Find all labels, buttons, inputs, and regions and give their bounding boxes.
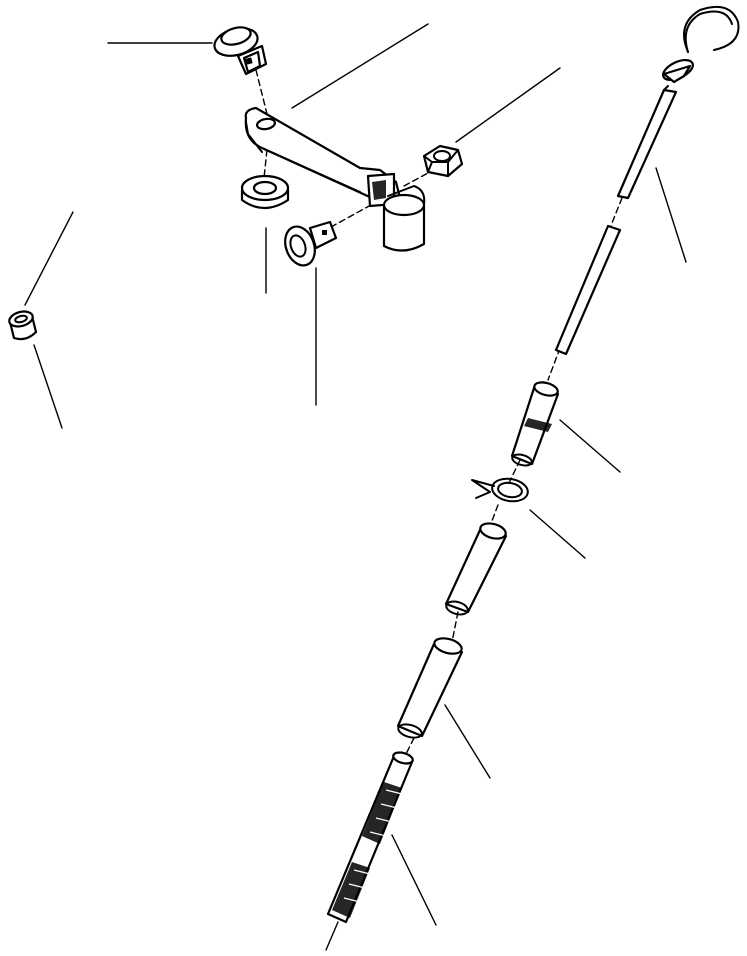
leader-line-clamp [529, 509, 586, 559]
clevis-block [382, 185, 426, 252]
axis-nut-to-clevis [403, 171, 431, 187]
hex-nut [422, 144, 464, 178]
axis-rod-upper [609, 197, 623, 229]
axis-clamp-to-sleeve [489, 504, 499, 527]
leader-line-end-cap-lower [33, 344, 63, 429]
axis-threaded-end-tail [325, 921, 339, 951]
flange-bolt-upper [213, 26, 268, 76]
assembly-axis-lines [255, 69, 623, 951]
leader-line-control-rod [655, 167, 687, 263]
leader-line-lever-arm [291, 23, 429, 109]
leader-line-hex-nut [455, 67, 561, 143]
thread-band-upper [362, 782, 403, 844]
threaded-rod-end [326, 751, 414, 924]
spacer-washer [240, 174, 290, 210]
flange-bolt-lower [284, 220, 338, 267]
rod-sleeve-upper [510, 381, 560, 467]
axis-rod-lower [547, 347, 561, 381]
hose-clamp [471, 477, 529, 503]
rod-sleeve-middle [444, 522, 508, 616]
rod-sleeve-lower [396, 637, 464, 739]
leader-line-upper-sleeve [559, 419, 621, 473]
thread-band-lower [332, 862, 371, 918]
axis-sleeve-to-sleeve [451, 611, 459, 643]
leader-lines [24, 23, 687, 926]
cable-end-cap [8, 310, 38, 341]
leader-line-lower-sleeve [444, 704, 491, 779]
control-rod [554, 6, 740, 356]
axis-bolt-to-lever [255, 69, 269, 119]
axis-sleeve-to-threaded [405, 737, 415, 755]
leader-line-threaded-end [391, 834, 437, 926]
leader-line-end-cap-upper [24, 211, 74, 306]
